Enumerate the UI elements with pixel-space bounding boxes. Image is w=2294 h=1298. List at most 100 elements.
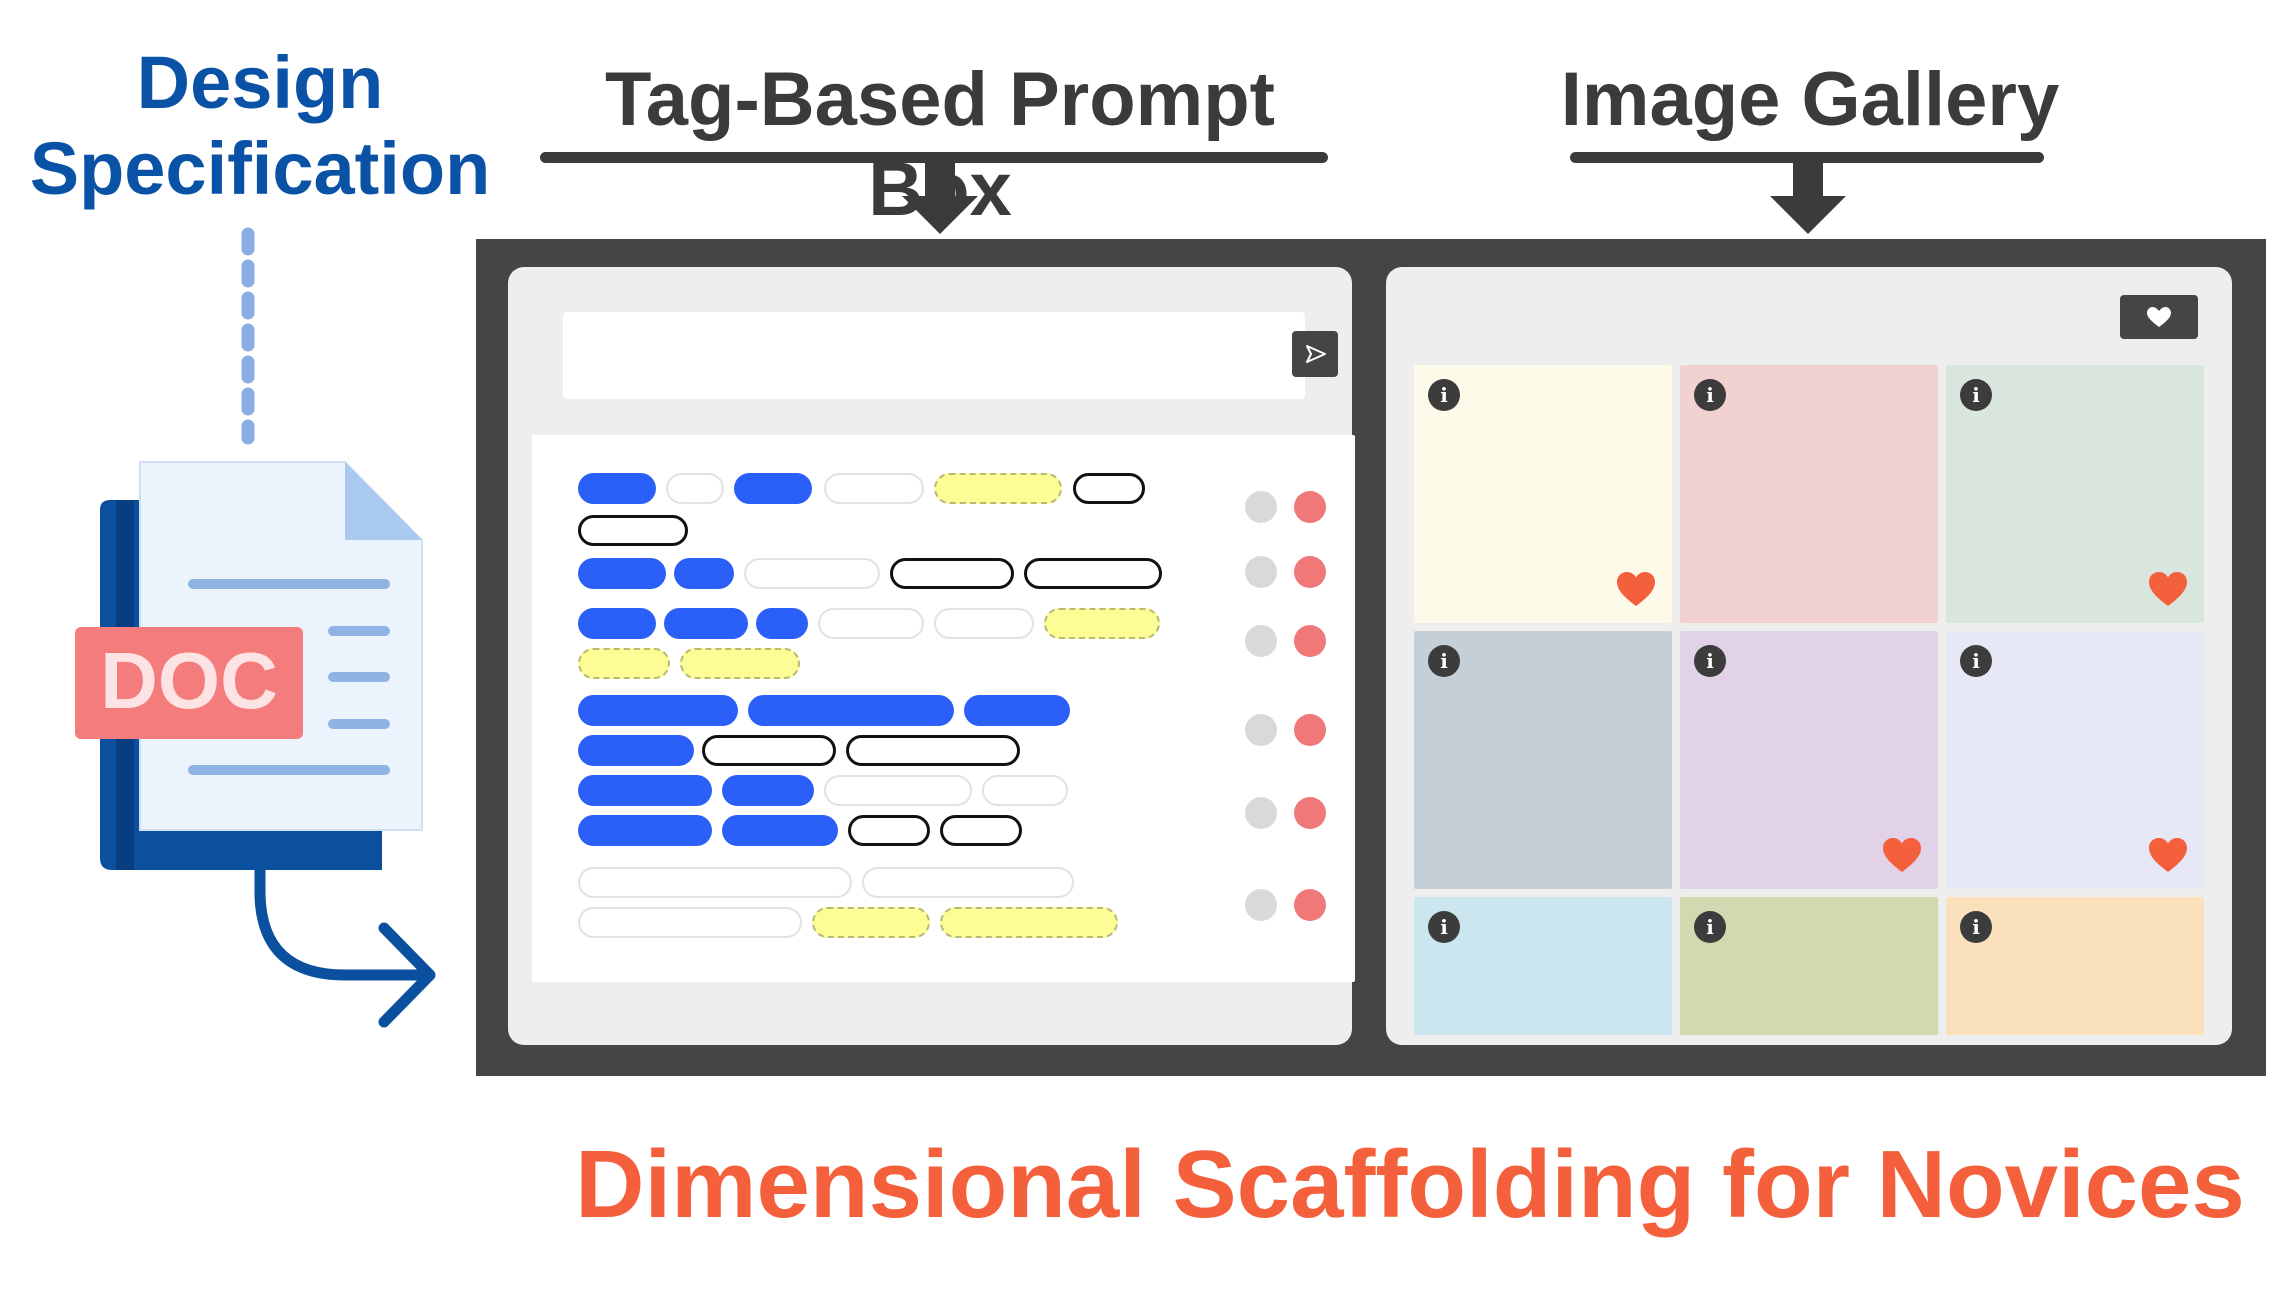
tag[interactable] — [824, 775, 972, 806]
tag-group-remove[interactable] — [1294, 491, 1326, 523]
tag[interactable] — [1073, 473, 1145, 504]
info-icon[interactable]: i — [1960, 911, 1992, 943]
doc-label-text: DOC — [100, 636, 278, 725]
doc-line — [188, 765, 390, 775]
tag[interactable] — [578, 695, 738, 726]
gallery-image[interactable]: i — [1680, 631, 1938, 889]
tag[interactable] — [578, 608, 656, 639]
tag[interactable] — [578, 815, 712, 846]
tag[interactable] — [964, 695, 1070, 726]
tag[interactable] — [578, 515, 688, 546]
heart-icon — [2147, 307, 2171, 327]
info-icon[interactable]: i — [1694, 911, 1726, 943]
document-icon: DOC — [75, 227, 436, 1028]
send-icon — [1306, 345, 1326, 363]
tag[interactable] — [680, 648, 800, 679]
diagram-title: Dimensional Scaffolding for Novices — [575, 1131, 2245, 1238]
design-spec-line-2: Specification — [29, 127, 491, 210]
info-icon[interactable]: i — [1960, 645, 1992, 677]
tag[interactable] — [578, 735, 694, 766]
tag[interactable] — [674, 558, 734, 589]
interface-frame: i i i i i i i i i — [476, 239, 2266, 1076]
send-button[interactable] — [1292, 331, 1338, 377]
tag[interactable] — [578, 907, 802, 938]
info-icon[interactable]: i — [1960, 379, 1992, 411]
doc-label-badge — [75, 627, 303, 739]
tag[interactable] — [848, 815, 930, 846]
info-icon[interactable]: i — [1694, 645, 1726, 677]
tag[interactable] — [734, 473, 812, 504]
gallery-image[interactable]: i — [1414, 631, 1672, 889]
tag[interactable] — [578, 648, 670, 679]
tag[interactable] — [1024, 558, 1162, 589]
prompt-input[interactable] — [563, 312, 1305, 399]
gallery-image[interactable]: i — [1946, 631, 2204, 889]
tag[interactable] — [862, 867, 1074, 898]
doc-line — [328, 719, 390, 729]
gallery-image[interactable]: i — [1946, 365, 2204, 623]
favorites-button[interactable] — [2120, 295, 2198, 339]
tag-group-toggle[interactable] — [1245, 889, 1277, 921]
curved-arrow-head — [378, 922, 436, 1028]
tag[interactable] — [666, 473, 724, 504]
tag-group-toggle[interactable] — [1245, 556, 1277, 588]
heart-icon[interactable] — [2146, 835, 2190, 875]
gallery-header: Image Gallery — [1560, 57, 2060, 142]
gallery-image[interactable]: i — [1680, 365, 1938, 623]
doc-line — [328, 672, 390, 682]
heart-icon[interactable] — [1614, 569, 1658, 609]
tag[interactable] — [940, 907, 1118, 938]
tag[interactable] — [748, 695, 954, 726]
tag-group-remove[interactable] — [1294, 797, 1326, 829]
gallery-header-line — [1570, 152, 2044, 163]
doc-line — [188, 579, 390, 589]
tag[interactable] — [722, 815, 838, 846]
tag-group-toggle[interactable] — [1245, 491, 1277, 523]
heart-icon[interactable] — [2146, 569, 2190, 609]
doc-page-fold — [345, 462, 422, 540]
tag-group-toggle[interactable] — [1245, 625, 1277, 657]
tag[interactable] — [702, 735, 836, 766]
tag-area — [532, 435, 1355, 982]
tag-group-remove[interactable] — [1294, 889, 1326, 921]
curved-arrow — [254, 864, 434, 981]
tag[interactable] — [982, 775, 1068, 806]
tag[interactable] — [940, 815, 1022, 846]
gallery-image[interactable]: i — [1946, 897, 2204, 1035]
tag[interactable] — [664, 608, 748, 639]
gallery-image[interactable]: i — [1414, 365, 1672, 623]
info-icon[interactable]: i — [1428, 379, 1460, 411]
tag[interactable] — [846, 735, 1020, 766]
doc-line — [328, 626, 390, 636]
info-icon[interactable]: i — [1428, 911, 1460, 943]
heart-icon[interactable] — [1880, 835, 1924, 875]
tag[interactable] — [578, 558, 666, 589]
tag[interactable] — [756, 608, 808, 639]
image-gallery-panel: i i i i i i i i i — [1386, 267, 2232, 1045]
tag[interactable] — [934, 473, 1062, 504]
design-spec-line-1: Design — [136, 41, 384, 124]
gallery-image[interactable]: i — [1414, 897, 1672, 1035]
tag[interactable] — [818, 608, 924, 639]
tag-group-remove[interactable] — [1294, 556, 1326, 588]
gallery-image[interactable]: i — [1680, 897, 1938, 1035]
tag[interactable] — [578, 775, 712, 806]
tag[interactable] — [1044, 608, 1160, 639]
tag-group-remove[interactable] — [1294, 714, 1326, 746]
tag-group-remove[interactable] — [1294, 625, 1326, 657]
info-icon[interactable]: i — [1694, 379, 1726, 411]
tag-group-toggle[interactable] — [1245, 797, 1277, 829]
tag-group-toggle[interactable] — [1245, 714, 1277, 746]
info-icon[interactable]: i — [1428, 645, 1460, 677]
gallery-down-arrow — [1770, 162, 1846, 234]
tag[interactable] — [812, 907, 930, 938]
design-specification-label: Design Specification — [0, 40, 520, 212]
tag[interactable] — [824, 473, 924, 504]
tag[interactable] — [722, 775, 814, 806]
tag[interactable] — [744, 558, 880, 589]
tag[interactable] — [578, 867, 852, 898]
tag[interactable] — [934, 608, 1034, 639]
tag[interactable] — [890, 558, 1014, 589]
tag[interactable] — [578, 473, 656, 504]
prompt-box-header-line — [540, 152, 1328, 163]
